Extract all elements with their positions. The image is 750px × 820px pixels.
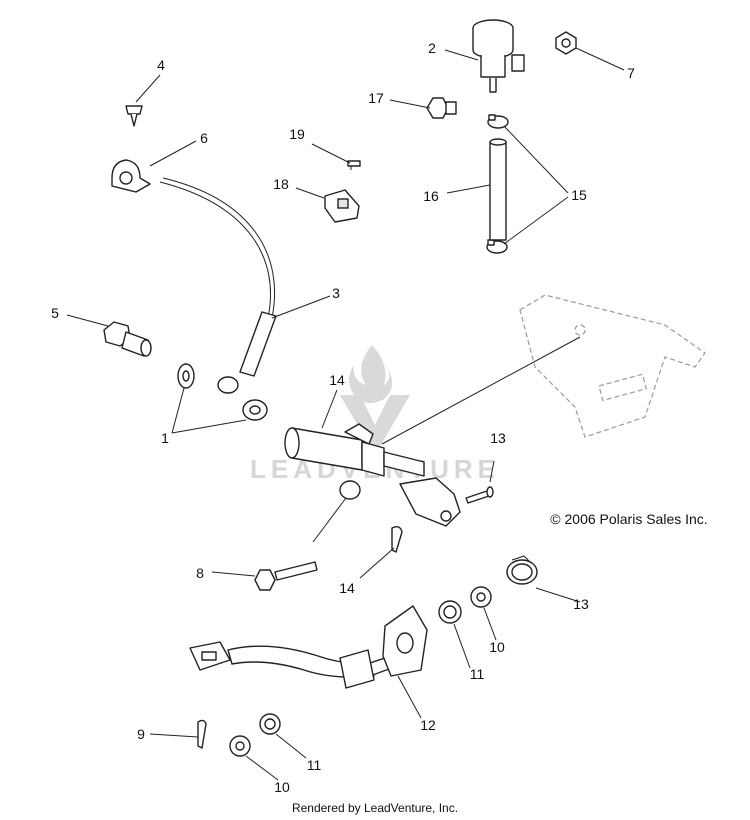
callout-11-upper: 11 [470, 666, 485, 682]
callout-20: 18 [273, 176, 289, 192]
callout-4: 4 [157, 57, 165, 73]
reservoir [472, 19, 525, 93]
callout-12: 12 [420, 717, 436, 733]
return-spring [506, 555, 538, 585]
clip [111, 159, 151, 193]
callout-15: 13 [490, 430, 506, 446]
hose-clamp-upper [487, 114, 509, 129]
footer-credit: Rendered by LeadVenture, Inc. [292, 801, 458, 815]
cotter-pin-9 [197, 719, 207, 749]
callout-19: 17 [368, 90, 384, 106]
washer-10-lower [229, 735, 251, 757]
brake-cable [159, 177, 277, 394]
callout-1: 1 [161, 430, 169, 446]
hose-clamp-lower [486, 239, 508, 254]
bolt-19 [426, 97, 457, 119]
bolt-8 [254, 561, 318, 591]
callout-14: 14 [339, 580, 355, 596]
callout-2: 2 [428, 40, 436, 56]
callout-9: 9 [137, 726, 145, 742]
banjo-bolt [103, 321, 152, 357]
hose [489, 138, 507, 241]
washer-10-upper [470, 586, 492, 608]
callouts: 2 7 17 15 16 19 18 4 6 3 5 1 14 13 8 14 … [51, 40, 635, 795]
clevis-pin [465, 486, 494, 504]
mounting-bracket-ghost [519, 294, 706, 438]
cotter-pin-14 [391, 525, 403, 553]
callout-13: 13 [573, 596, 589, 612]
callout-7: 7 [627, 65, 635, 81]
screw-21 [347, 160, 361, 170]
callout-17: 15 [571, 187, 587, 203]
watermark-v-icon [340, 395, 410, 455]
rivet [125, 105, 143, 127]
callout-21: 19 [289, 126, 305, 142]
copyright-text: © 2006 Polaris Sales Inc. [550, 511, 707, 527]
washer-lower [242, 399, 268, 421]
callout-3: 3 [332, 285, 340, 301]
callout-18: 16 [423, 188, 439, 204]
bushing-11-upper [438, 600, 462, 624]
bushing-11-lower [259, 713, 281, 735]
washer-upper [177, 363, 195, 389]
callout-10-lower: 10 [274, 779, 290, 795]
switch [324, 189, 360, 223]
watermark-flame-icon [349, 345, 393, 404]
callout-11-lower: 11 [307, 757, 322, 773]
callout-16: 14 [329, 372, 345, 388]
master-cylinder [284, 423, 461, 527]
nut [555, 31, 577, 55]
callout-5: 5 [51, 305, 59, 321]
leader-lines [66, 47, 625, 781]
callout-10-upper: 10 [489, 639, 505, 655]
callout-6: 6 [200, 130, 208, 146]
callout-8: 8 [196, 565, 204, 581]
brake-pedal [189, 605, 428, 689]
